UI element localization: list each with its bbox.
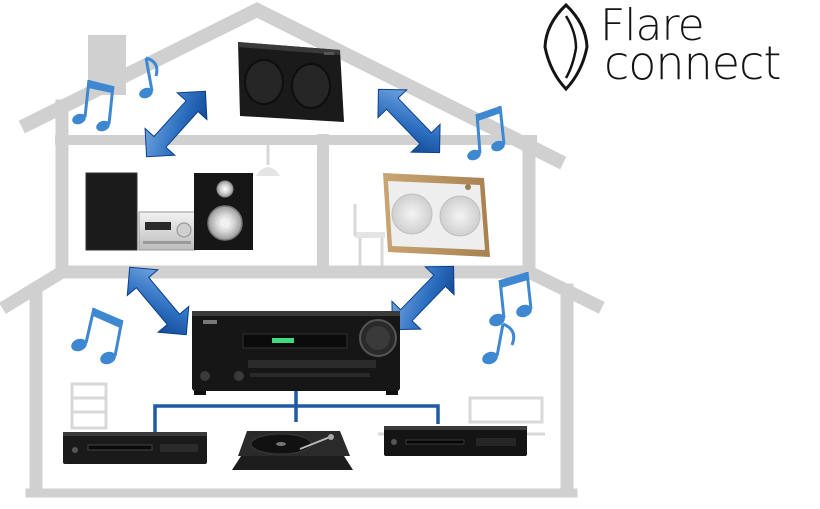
turntable-icon bbox=[232, 431, 353, 470]
brand-line-2: connect bbox=[604, 36, 781, 90]
arrow-top-left bbox=[144, 90, 208, 158]
music-note-icon bbox=[71, 307, 124, 365]
hifi-system-icon bbox=[85, 172, 253, 251]
music-note-icon bbox=[72, 79, 115, 132]
cd-player-icon bbox=[63, 432, 207, 464]
music-note-icon bbox=[482, 322, 516, 365]
flareconnect-logo: Flare connect bbox=[538, 2, 820, 94]
brand-line-1: Flare bbox=[600, 0, 705, 51]
diamond-flame-icon bbox=[538, 2, 594, 92]
speaker-icon bbox=[383, 173, 490, 257]
cable-network bbox=[153, 390, 440, 438]
arrow-mid-left bbox=[126, 266, 190, 336]
arrow-top-right bbox=[377, 88, 441, 154]
arrow-mid-right bbox=[391, 265, 455, 331]
receiver-icon bbox=[192, 311, 400, 395]
disc-player-icon bbox=[384, 426, 527, 456]
music-note-icon bbox=[139, 56, 159, 99]
music-note-icon bbox=[467, 105, 506, 161]
speaker-icon bbox=[238, 42, 344, 122]
music-note-icon bbox=[489, 271, 533, 327]
